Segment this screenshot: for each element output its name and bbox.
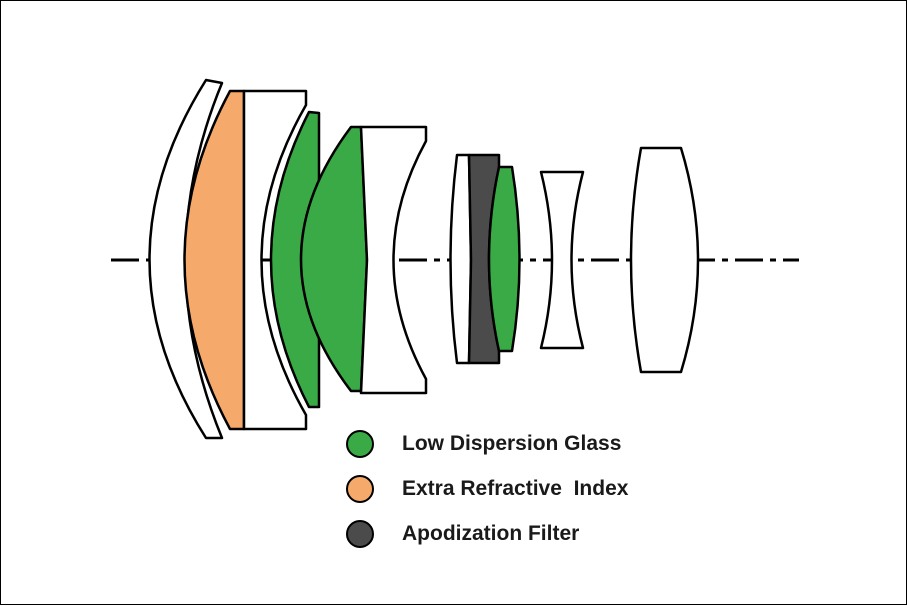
legend-item-extra-refractive: Extra Refractive Index bbox=[346, 466, 628, 511]
lens-element-4-low-dispersion bbox=[269, 110, 321, 409]
lens-element-11 bbox=[629, 146, 700, 374]
lens-element-9-low-dispersion bbox=[487, 165, 521, 353]
legend: Low Dispersion Glass Extra Refractive In… bbox=[346, 421, 628, 556]
lens-element-7 bbox=[449, 153, 473, 365]
lens-element-3 bbox=[242, 89, 308, 431]
lens-element-10 bbox=[539, 170, 585, 350]
lens-element-6 bbox=[359, 125, 428, 395]
orange-dot-icon bbox=[346, 474, 374, 503]
legend-item-apodization: Apodization Filter bbox=[346, 511, 628, 556]
green-dot-icon bbox=[346, 429, 374, 458]
lens-element-5-low-dispersion bbox=[299, 125, 369, 393]
legend-item-low-dispersion: Low Dispersion Glass bbox=[346, 421, 628, 466]
dark-grey-dot-icon bbox=[346, 519, 374, 548]
legend-label: Apodization Filter bbox=[402, 521, 580, 545]
legend-label: Extra Refractive Index bbox=[402, 476, 629, 500]
lens-element-2-extra-refractive bbox=[183, 89, 246, 431]
legend-label: Low Dispersion Glass bbox=[402, 431, 622, 455]
